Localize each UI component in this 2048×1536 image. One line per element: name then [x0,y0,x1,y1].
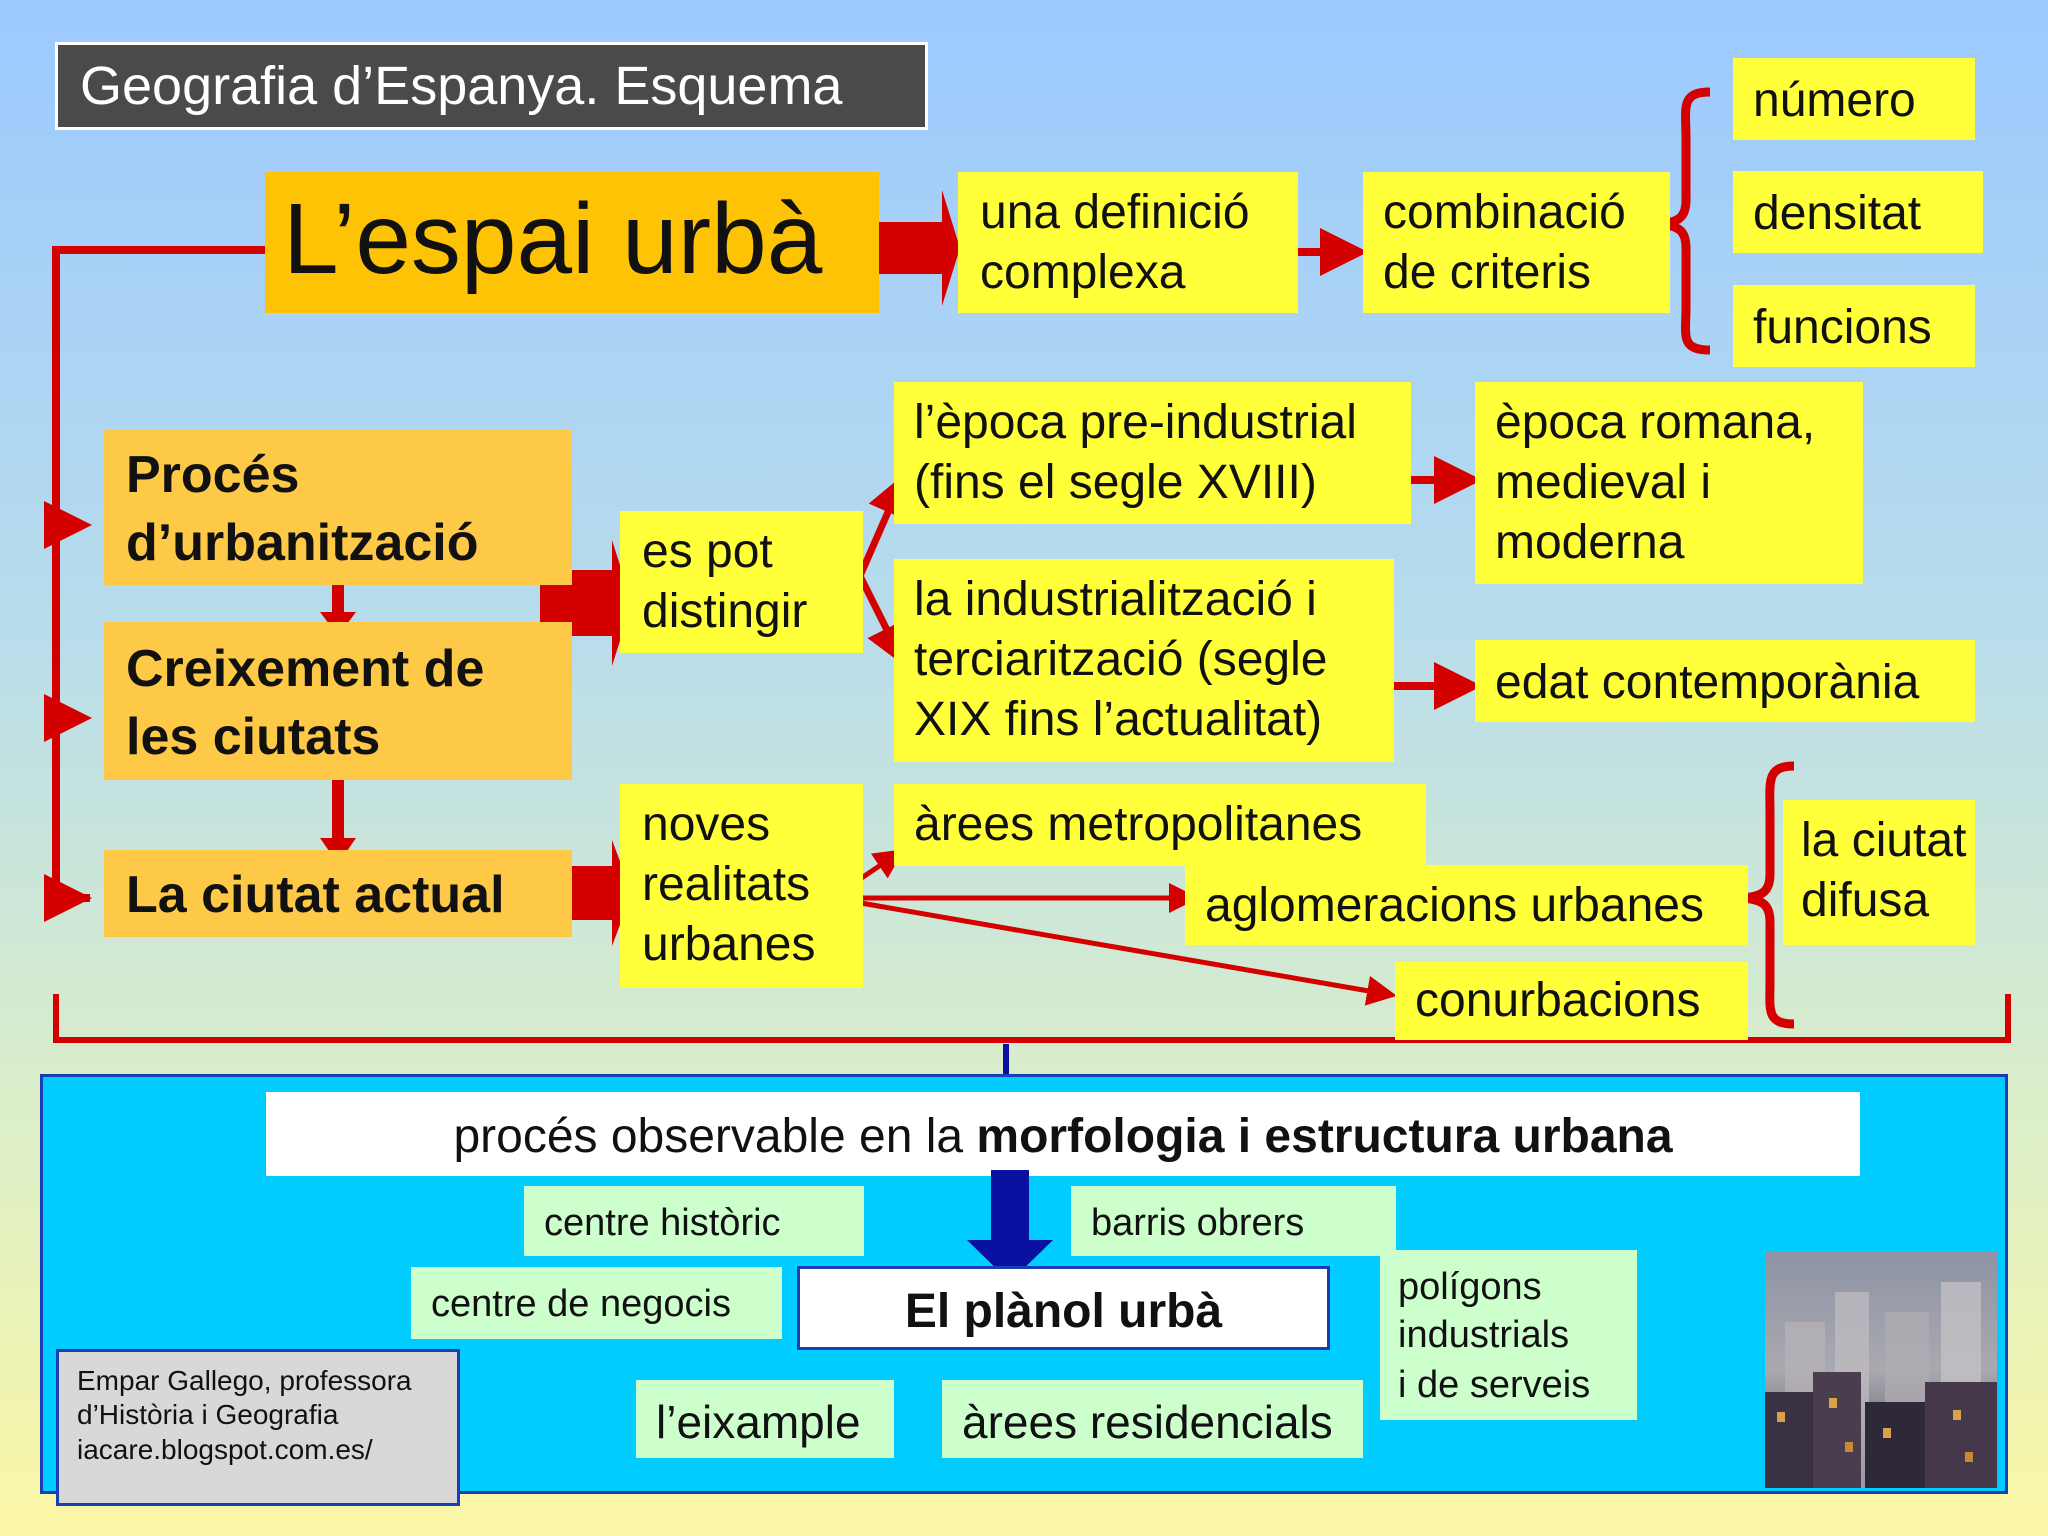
industrial-estates-box: polígons industrials i de serveis [1380,1250,1637,1420]
criteria-item-label: densitat [1753,187,1922,240]
estates-line1: polígons [1398,1266,1542,1308]
morphology-prefix: procés observable en la [453,1110,977,1163]
metropolitan-areas-box: àrees metropolitanes [894,784,1426,866]
morphology-text: procés observable en la morfologia i est… [266,1108,1860,1167]
new-realities-box: noves realitats urbanes [620,784,863,988]
current-city-label: La ciutat actual [126,866,505,924]
new-realities-line3: urbanes [642,918,816,971]
preindustrial-detail-line1: època romana, [1495,396,1816,449]
preindustrial-detail-box: època romana, medieval i moderna [1475,382,1863,584]
preindustrial-detail-line3: moderna [1495,516,1685,569]
diagram-title: Geografia d’Espanya. Esquema [55,42,928,130]
diffuse-city-line1: la ciutat [1801,814,1967,867]
definition-line2: complexa [980,246,1186,299]
industrial-detail-label: edat contemporània [1495,656,1920,709]
block-arrow-current [556,840,632,946]
estates-line3: i de serveis [1398,1364,1591,1406]
criteria-item-label: funcions [1753,301,1932,354]
morphology-emphasis: morfologia i estructura urbana [976,1110,1673,1163]
preindustrial-line1: l’època pre-industrial [914,396,1357,449]
growth-box: Creixement de les ciutats [104,622,572,780]
credit-line2: d’Història i Geografia [77,1399,339,1431]
estates-line2: industrials [1398,1314,1570,1356]
expansion-box: l’eixample [636,1380,894,1458]
city-painting-image [1765,1252,1997,1488]
bottom-bracket [53,994,2011,1043]
growth-line1: Creixement de [126,640,485,698]
preindustrial-line2: (fins el segle XVIII) [914,456,1317,509]
preindustrial-detail-line2: medieval i [1495,456,1712,509]
plan-part-label: àrees residencials [962,1396,1333,1448]
historic-centre-box: centre històric [524,1186,864,1256]
plan-box: El plànol urbà [797,1266,1330,1350]
urban-form-label: aglomeracions urbanes [1205,879,1704,932]
definition-box: una definició complexa [958,172,1298,313]
definition-line1: una definició [980,186,1250,239]
working-districts-box: barris obrers [1071,1186,1396,1256]
diffuse-city-box: la ciutat difusa [1783,800,1975,945]
criteria-item-label: número [1753,74,1916,127]
conurbations-box: conurbacions [1395,962,1748,1040]
arrow-to-conurbation [831,895,1397,1006]
agglomerations-box: aglomeracions urbanes [1185,865,1748,945]
distinguish-line1: es pot [642,525,773,578]
main-topic-label: L’espai urbà [283,183,823,295]
current-city-box: La ciutat actual [104,850,572,937]
credit-line1: Empar Gallego, professora [77,1365,412,1396]
plan-part-label: l’eixample [656,1396,861,1448]
industrial-line3: XIX fins l’actualitat) [914,693,1323,746]
criteria-item-functions: funcions [1733,285,1975,367]
distinguish-line2: distingir [642,585,808,638]
urban-form-label: àrees metropolitanes [914,798,1363,851]
arrow-down-to-plan [967,1170,1053,1282]
criteria-line1: combinació [1383,186,1626,239]
urban-form-label: conurbacions [1415,974,1701,1027]
residential-areas-box: àrees residencials [942,1380,1363,1458]
criteria-item-number: número [1733,58,1975,140]
business-centre-box: centre de negocis [411,1267,782,1339]
credit-line3: iacare.blogspot.com.es/ [77,1433,373,1465]
criteria-item-density: densitat [1733,171,1983,253]
industrial-line2: terciarització (segle [914,633,1328,686]
industrial-line1: la industrialització i [914,573,1317,626]
plan-part-label: centre històric [544,1202,781,1244]
industrial-box: la industrialització i terciarització (s… [894,559,1394,762]
plan-label: El plànol urbà [904,1285,1223,1338]
author-credit: Empar Gallego, professora d’Història i G… [56,1349,460,1506]
new-realities-line2: realitats [642,858,811,911]
diffuse-city-line2: difusa [1801,874,1930,927]
new-realities-line1: noves [642,798,771,851]
morphology-banner: procés observable en la morfologia i est… [266,1092,1860,1176]
plan-part-label: centre de negocis [431,1283,731,1325]
preindustrial-box: l’època pre-industrial (fins el segle XV… [894,382,1411,524]
block-arrow-main [862,190,960,306]
industrial-detail-box: edat contemporània [1475,640,1975,722]
urbanization-line2: d’urbanització [126,514,479,572]
urbanization-line1: Procés [126,446,300,504]
criteria-line2: de criteris [1383,246,1592,299]
criteria-box: combinació de criteris [1363,172,1670,313]
main-topic-box: L’espai urbà [265,172,879,313]
plan-part-label: barris obrers [1091,1202,1305,1244]
growth-line2: les ciutats [126,708,381,766]
distinguish-box: es pot distingir [620,511,863,653]
urbanization-box: Procés d’urbanització [104,430,572,585]
